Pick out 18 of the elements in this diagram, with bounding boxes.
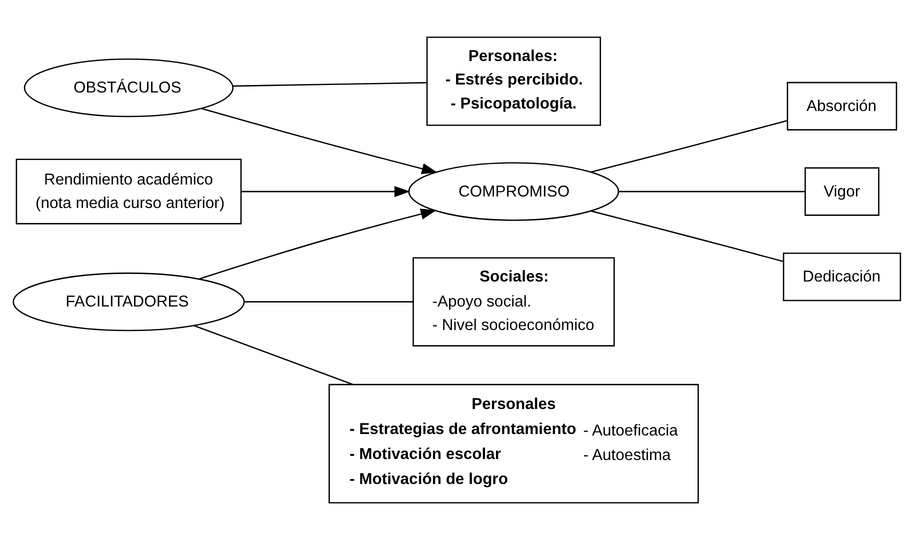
node-box: Rendimiento académico (nota media curso anterior)	[16, 158, 242, 224]
node-box: Vigor	[804, 167, 880, 216]
arrow	[199, 208, 437, 280]
node-box: Personales: - Estrés percibido. - Psicopatología.	[426, 36, 602, 126]
connector	[194, 324, 354, 386]
connector	[618, 190, 805, 192]
connector	[591, 210, 784, 262]
node-ellipse: OBSTÁCULOS	[24, 58, 234, 118]
arrow	[201, 108, 438, 174]
connector	[244, 301, 414, 302]
node-box: Dedicación	[782, 252, 902, 302]
node-box: Absorción	[786, 82, 898, 130]
node-box: Personales - Estrategias de afrontamiento - Autoeficacia - Motivación escolar - Autoestima - Motivación de logro	[328, 384, 699, 504]
node-ellipse: FACILITADORES	[12, 272, 245, 332]
connector	[233, 82, 427, 87]
node-box: Sociales: -Apoyo social. - Nivel socioeconómico	[412, 257, 615, 346]
connector	[591, 120, 788, 173]
arrow	[241, 186, 410, 198]
